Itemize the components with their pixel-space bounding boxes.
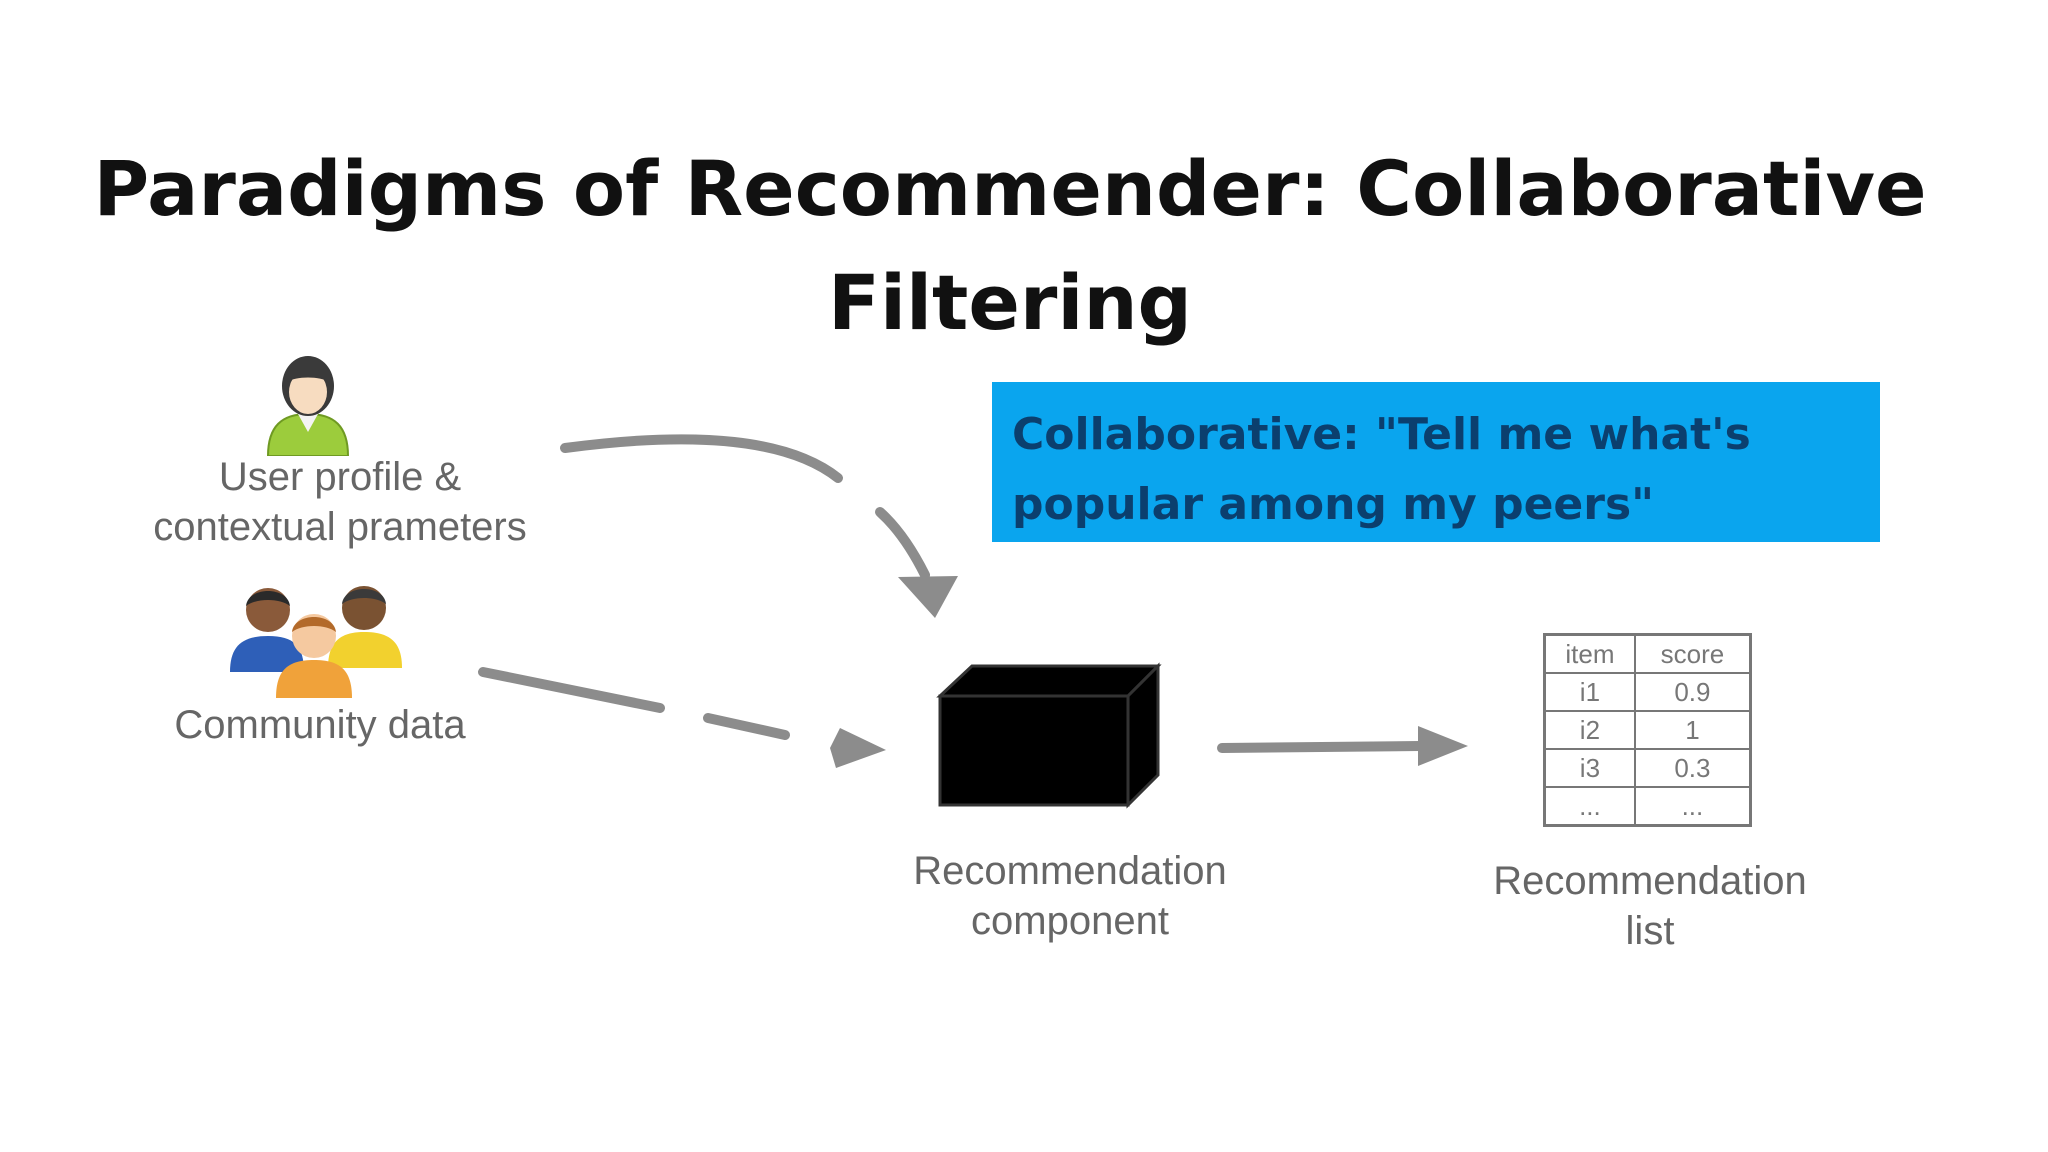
slide-title-line-1: Paradigms of Recommender: Collaborative (93, 144, 1927, 233)
slide-title: Paradigms of Recommender: Collaborative … (60, 132, 1960, 360)
slide-title-line-2: Filtering (828, 258, 1192, 347)
output-arrow-line (1217, 741, 1425, 753)
recommendation-component-label-line-2: component (971, 899, 1169, 943)
community-arrowhead (830, 728, 886, 768)
user-profile-arrowhead (898, 576, 958, 618)
community-data-label: Community data (174, 703, 466, 747)
recommendation-list-label-line-2: list (1625, 909, 1675, 953)
table-row: i2 1 (1543, 710, 1752, 750)
user-profile-label-line-1: User profile & (218, 455, 462, 499)
column-header-score: score (1633, 633, 1752, 674)
group-of-people-icon (230, 586, 402, 698)
table-row: i3 0.3 (1543, 748, 1752, 788)
table-cell-item: i3 (1543, 748, 1636, 788)
callout-box: Collaborative: "Tell me what's popular a… (992, 382, 1880, 542)
table-cell-score: 0.9 (1633, 672, 1752, 712)
recommendation-list-label: Recommendation list (1440, 856, 1860, 956)
table-cell-item: i1 (1543, 672, 1636, 712)
callout-text-line-2: popular among my peers" (1012, 479, 1655, 530)
callout-text: Collaborative: "Tell me what's popular a… (1012, 400, 1862, 540)
table-cell-item: ... (1543, 786, 1636, 827)
user-profile-label: User profile & contextual prameters (120, 452, 560, 552)
recommendation-list-label-line-1: Recommendation (1493, 859, 1807, 903)
recommendation-component-label: Recommendation component (860, 846, 1280, 946)
recommendation-list-table: item score i1 0.9 i2 1 i3 0.3 ... ... (1543, 633, 1752, 827)
callout-text-line-1: Collaborative: "Tell me what's (1012, 409, 1751, 460)
output-arrowhead (1418, 726, 1468, 766)
table-header-row: item score (1543, 633, 1752, 674)
community-arrow-line (478, 667, 665, 713)
table-cell-score: ... (1633, 786, 1752, 827)
user-profile-label-line-2: contextual prameters (153, 505, 527, 549)
user-profile-arrow-line (560, 434, 843, 483)
user-profile-arrow-line-lower (875, 507, 930, 580)
table-cell-item: i2 (1543, 710, 1636, 750)
recommendation-component-label-line-1: Recommendation (913, 849, 1227, 893)
black-box-icon (936, 662, 1162, 809)
column-header-item: item (1543, 633, 1636, 674)
community-arrow-line-dash (703, 713, 790, 740)
table-row: ... ... (1543, 786, 1752, 827)
table-cell-score: 0.3 (1633, 748, 1752, 788)
user-icon (266, 356, 350, 456)
table-row: i1 0.9 (1543, 672, 1752, 712)
table-cell-score: 1 (1633, 710, 1752, 750)
